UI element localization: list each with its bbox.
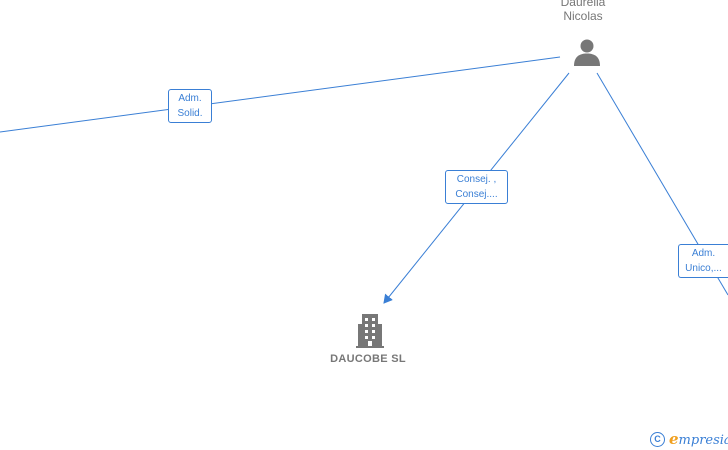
edge-label-line1: Adm. bbox=[691, 248, 716, 259]
edge-label-line2: Unico,... bbox=[685, 263, 722, 274]
person-name-line1: Daurella bbox=[560, 0, 606, 9]
person-name-line2: Nicolas bbox=[563, 9, 603, 23]
edge-line-adm-solid bbox=[0, 56, 561, 133]
edge-label-adm-solid[interactable]: Adm. Solid. bbox=[168, 89, 212, 123]
person-name[interactable]: Daurella Nicolas bbox=[533, 0, 633, 23]
edge-label-consej[interactable]: Consej. , Consej.... bbox=[445, 170, 508, 204]
building-icon[interactable] bbox=[354, 312, 386, 348]
edge-label-adm-unico[interactable]: Adm. Unico,... bbox=[678, 244, 728, 278]
brand-logo[interactable]: C empresia bbox=[650, 430, 728, 448]
person-icon[interactable] bbox=[572, 37, 602, 67]
edge-label-line2: Solid. bbox=[177, 108, 203, 119]
company-name[interactable]: DAUCOBE SL bbox=[330, 353, 406, 365]
brand-wordmark: empresia bbox=[669, 430, 728, 448]
edge-label-line1: Adm. bbox=[178, 93, 202, 104]
edge-label-line1: Consej. , bbox=[456, 174, 497, 185]
brand-rest: mpresia bbox=[678, 433, 728, 448]
edge-label-line2: Consej.... bbox=[455, 189, 498, 200]
brand-first-letter: e bbox=[669, 430, 679, 448]
copyright-icon: C bbox=[650, 431, 665, 447]
